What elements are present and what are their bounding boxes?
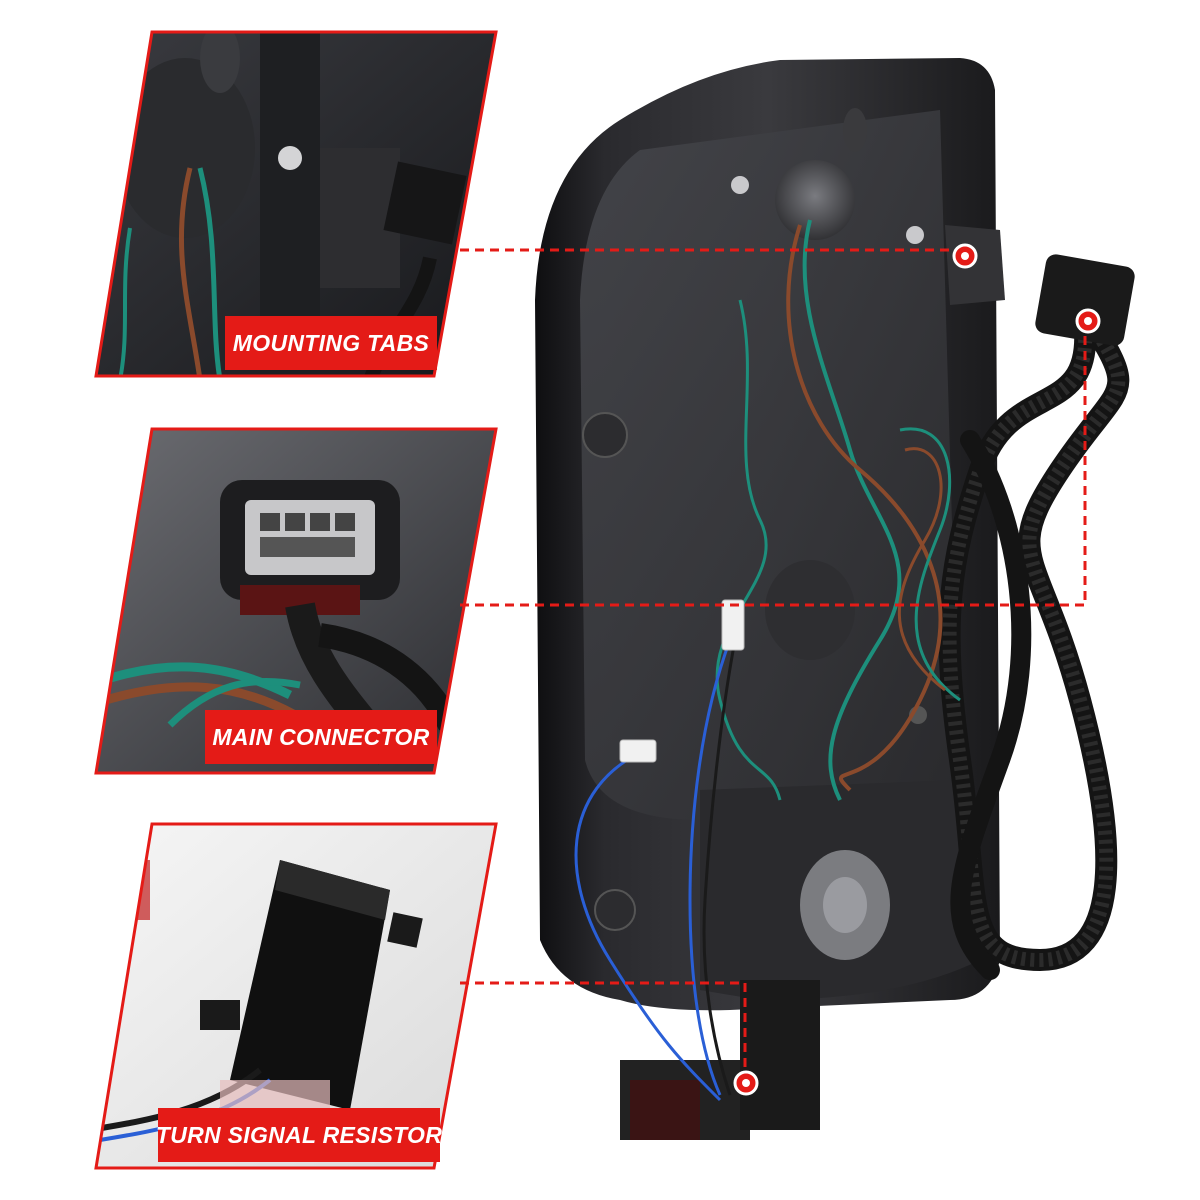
mounting-tab — [945, 225, 1005, 305]
bullet-connector — [619, 739, 657, 763]
inset-turn-signal-resistor: TURN SIGNAL RESISTOR — [90, 820, 500, 1172]
screw — [906, 226, 924, 244]
callout-label-mounting-tabs: MOUNTING TABS — [225, 316, 437, 370]
callout-label-turn-signal-resistor: TURN SIGNAL RESISTOR — [156, 1108, 442, 1162]
callout-label-main-connector: MAIN CONNECTOR — [205, 710, 437, 764]
harness-connector — [1035, 254, 1135, 346]
inset-main-connector: MAIN CONNECTOR — [90, 425, 500, 777]
middle-bulb-socket — [765, 560, 855, 660]
inset-mounting-tabs: MOUNTING TABS — [90, 28, 500, 380]
housing-back-panel — [580, 110, 960, 820]
push-pin — [582, 412, 628, 458]
lower-bracket-block — [740, 980, 820, 1130]
push-pin — [594, 889, 636, 931]
bullet-connector — [721, 599, 745, 651]
upper-bulb-socket — [775, 160, 855, 240]
screw — [731, 176, 749, 194]
